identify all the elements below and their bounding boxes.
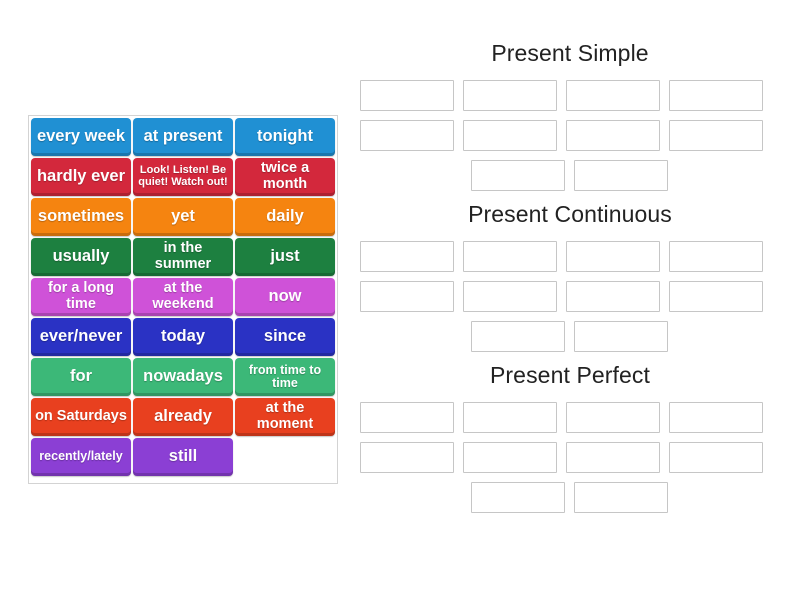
slot-row xyxy=(360,442,780,473)
slot-row xyxy=(360,120,780,151)
word-tile[interactable]: nowadays xyxy=(133,358,233,396)
word-tile[interactable]: still xyxy=(133,438,233,476)
word-tile[interactable]: in the summer xyxy=(133,238,233,276)
slot-row xyxy=(360,80,780,111)
drop-slot[interactable] xyxy=(470,321,565,352)
drop-slot[interactable] xyxy=(566,120,660,151)
word-tile[interactable]: on Saturdays xyxy=(31,398,131,436)
drop-slot[interactable] xyxy=(566,80,660,111)
drop-slot[interactable] xyxy=(463,120,557,151)
drop-slot[interactable] xyxy=(463,80,557,111)
slot-row xyxy=(360,281,780,312)
word-tile[interactable]: today xyxy=(133,318,233,356)
drop-slot[interactable] xyxy=(669,120,763,151)
drop-slot[interactable] xyxy=(360,241,454,272)
drop-slot[interactable] xyxy=(360,442,454,473)
drop-slot[interactable] xyxy=(463,241,557,272)
drop-slot[interactable] xyxy=(470,482,565,513)
drop-slot[interactable] xyxy=(669,281,763,312)
word-tile[interactable]: daily xyxy=(235,198,335,236)
slot-row xyxy=(360,241,780,272)
word-tile[interactable]: already xyxy=(133,398,233,436)
drop-slot[interactable] xyxy=(463,402,557,433)
slot-row xyxy=(360,482,780,513)
drop-slot[interactable] xyxy=(566,281,660,312)
word-tile[interactable]: ever/never xyxy=(31,318,131,356)
drop-slot[interactable] xyxy=(463,442,557,473)
drop-slot[interactable] xyxy=(360,120,454,151)
drop-slot[interactable] xyxy=(566,442,660,473)
drop-slot[interactable] xyxy=(470,160,565,191)
word-tile[interactable]: at the moment xyxy=(235,398,335,436)
word-tile[interactable]: for a long time xyxy=(31,278,131,316)
slot-row xyxy=(360,402,780,433)
drop-group: Present Perfect xyxy=(360,362,780,513)
drop-group: Present Continuous xyxy=(360,201,780,352)
word-tile[interactable]: since xyxy=(235,318,335,356)
drop-slot[interactable] xyxy=(573,160,668,191)
word-tile[interactable]: at present xyxy=(133,118,233,156)
word-tile[interactable]: just xyxy=(235,238,335,276)
drop-slot[interactable] xyxy=(360,402,454,433)
slot-row xyxy=(360,321,780,352)
word-tile[interactable]: hardly ever xyxy=(31,158,131,196)
group-title: Present Continuous xyxy=(468,201,672,227)
word-tile[interactable]: from time to time xyxy=(235,358,335,396)
word-tile[interactable]: every week xyxy=(31,118,131,156)
drop-slot[interactable] xyxy=(669,402,763,433)
drop-slot[interactable] xyxy=(566,402,660,433)
word-tile[interactable]: tonight xyxy=(235,118,335,156)
group-title: Present Simple xyxy=(491,40,649,66)
word-tile[interactable]: usually xyxy=(31,238,131,276)
drop-slot[interactable] xyxy=(573,482,668,513)
drop-slot[interactable] xyxy=(360,281,454,312)
word-tile[interactable]: for xyxy=(31,358,131,396)
word-tile[interactable]: recently/lately xyxy=(31,438,131,476)
slot-row xyxy=(360,160,780,191)
drop-slot[interactable] xyxy=(669,80,763,111)
drop-slot[interactable] xyxy=(566,241,660,272)
tile-placeholder xyxy=(235,438,335,476)
word-tile[interactable]: Look! Listen! Be quiet! Watch out! xyxy=(133,158,233,196)
word-tile[interactable]: twice a month xyxy=(235,158,335,196)
group-title: Present Perfect xyxy=(489,362,651,388)
drop-slot[interactable] xyxy=(360,80,454,111)
drop-slot[interactable] xyxy=(463,281,557,312)
drop-group: Present Simple xyxy=(360,40,780,191)
drop-slot[interactable] xyxy=(669,442,763,473)
word-tile[interactable]: now xyxy=(235,278,335,316)
drop-slot[interactable] xyxy=(573,321,668,352)
word-tile[interactable]: sometimes xyxy=(31,198,131,236)
word-tile[interactable]: yet xyxy=(133,198,233,236)
drop-slot[interactable] xyxy=(669,241,763,272)
word-tile[interactable]: at the weekend xyxy=(133,278,233,316)
